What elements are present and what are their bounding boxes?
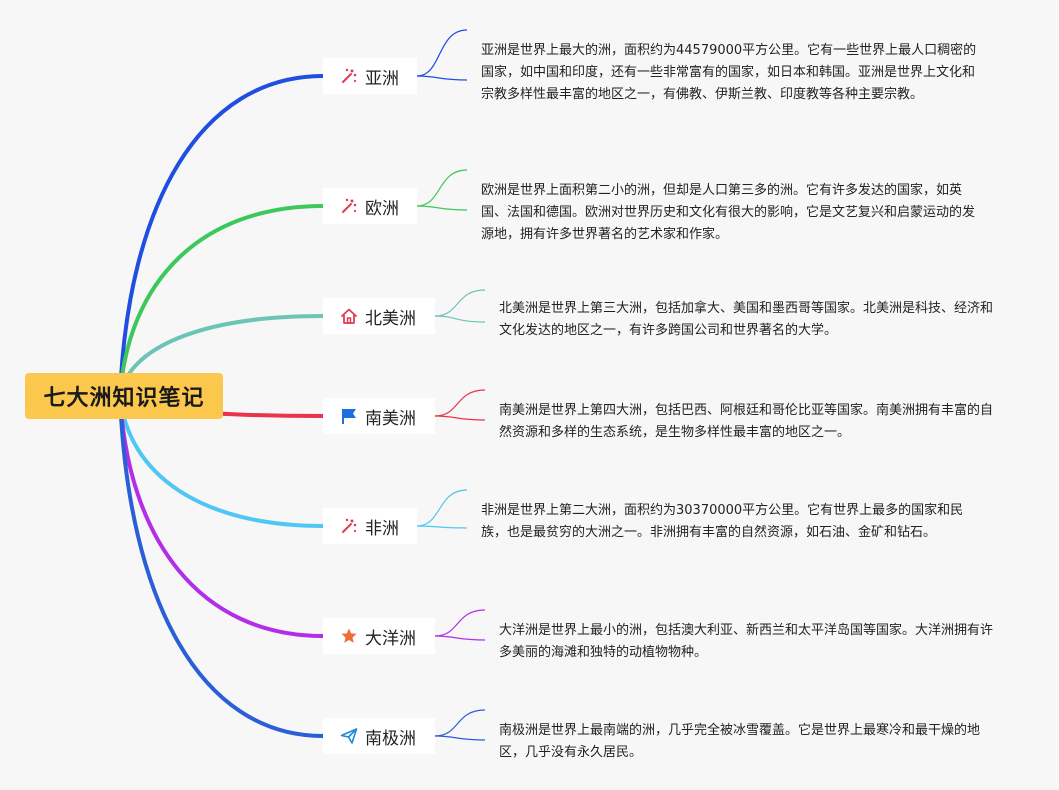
- home-icon: [339, 306, 359, 326]
- branch-topic-label: 欧洲: [365, 198, 399, 219]
- branch-topic-label: 北美洲: [365, 308, 416, 329]
- note-connector-lower-oceania: [434, 635, 486, 641]
- note-text-antarctica: 南极洲是世界上最南端的洲，几乎完全被冰雪覆盖。它是世界上最寒冷和最干燥的地区，几…: [499, 723, 981, 760]
- note-connector-upper-asia: [416, 29, 468, 77]
- connector-antarctica: [118, 394, 325, 738]
- note-text-europe: 欧洲是世界上面积第二小的洲，但却是人口第三多的洲。它有许多发达的国家，如英国、法…: [481, 183, 976, 242]
- branch-topic-europe[interactable]: 欧洲: [323, 188, 417, 224]
- note-text-oceania: 大洋洲是世界上最小的洲，包括澳大利亚、新西兰和太平洋岛国等国家。大洋洲拥有许多美…: [499, 623, 994, 660]
- note-text-south-america: 南美洲是世界上第四大洲，包括巴西、阿根廷和哥伦比亚等国家。南美洲拥有丰富的自然资…: [499, 403, 994, 440]
- branch-topic-oceania[interactable]: 大洋洲: [323, 618, 435, 654]
- branch-topic-label: 南极洲: [365, 728, 416, 749]
- paper-plane-icon: [339, 726, 359, 746]
- connector-asia: [118, 74, 325, 398]
- note-text-asia: 亚洲是世界上最大的洲，面积约为44579000平方公里。它有一些世界上最人口稠密…: [481, 43, 977, 102]
- note-text-africa: 非洲是世界上第二大洲，面积约为30370000平方公里。它有世界上最多的国家和民…: [481, 503, 964, 540]
- note-text-north-america: 北美洲是世界上第三大洲，包括加拿大、美国和墨西哥等国家。北美洲是科技、经济和文化…: [499, 301, 994, 338]
- note-connector-lower-south-america: [434, 415, 486, 421]
- note-connector-upper-north-america: [434, 289, 486, 317]
- note-connector-lower-antarctica: [434, 735, 486, 741]
- branch-topic-label: 亚洲: [365, 68, 399, 89]
- branch-topic-south-america[interactable]: 南美洲: [323, 398, 435, 434]
- branch-topic-label: 非洲: [365, 518, 399, 539]
- branch-topic-antarctica[interactable]: 南极洲: [323, 718, 435, 754]
- sparkle-wand-icon: [339, 516, 359, 536]
- note-connector-upper-africa: [416, 489, 468, 527]
- connector-africa: [118, 394, 325, 528]
- note-connector-lower-africa: [416, 525, 468, 529]
- root-topic[interactable]: 七大洲知识笔记: [25, 373, 223, 419]
- note-connector-upper-oceania: [434, 609, 486, 637]
- branch-topic-north-america[interactable]: 北美洲: [323, 298, 435, 334]
- note-connector-lower-north-america: [434, 315, 486, 323]
- connector-oceania: [118, 394, 325, 638]
- note-connector-lower-europe: [416, 205, 468, 211]
- star-icon: [339, 626, 359, 646]
- note-connector-upper-europe: [416, 169, 468, 207]
- note-connector-upper-antarctica: [434, 709, 486, 737]
- branch-topic-africa[interactable]: 非洲: [323, 508, 417, 544]
- branch-topic-asia[interactable]: 亚洲: [323, 58, 417, 94]
- sparkle-wand-icon: [339, 196, 359, 216]
- branch-topic-label: 大洋洲: [365, 628, 416, 649]
- flag-icon: [339, 406, 359, 426]
- note-connector-upper-south-america: [434, 389, 486, 417]
- note-connector-lower-asia: [416, 75, 468, 81]
- branch-topic-label: 南美洲: [365, 408, 416, 429]
- root-topic-label: 七大洲知识笔记: [43, 386, 205, 411]
- sparkle-wand-icon: [339, 66, 359, 86]
- connector-europe: [118, 204, 325, 398]
